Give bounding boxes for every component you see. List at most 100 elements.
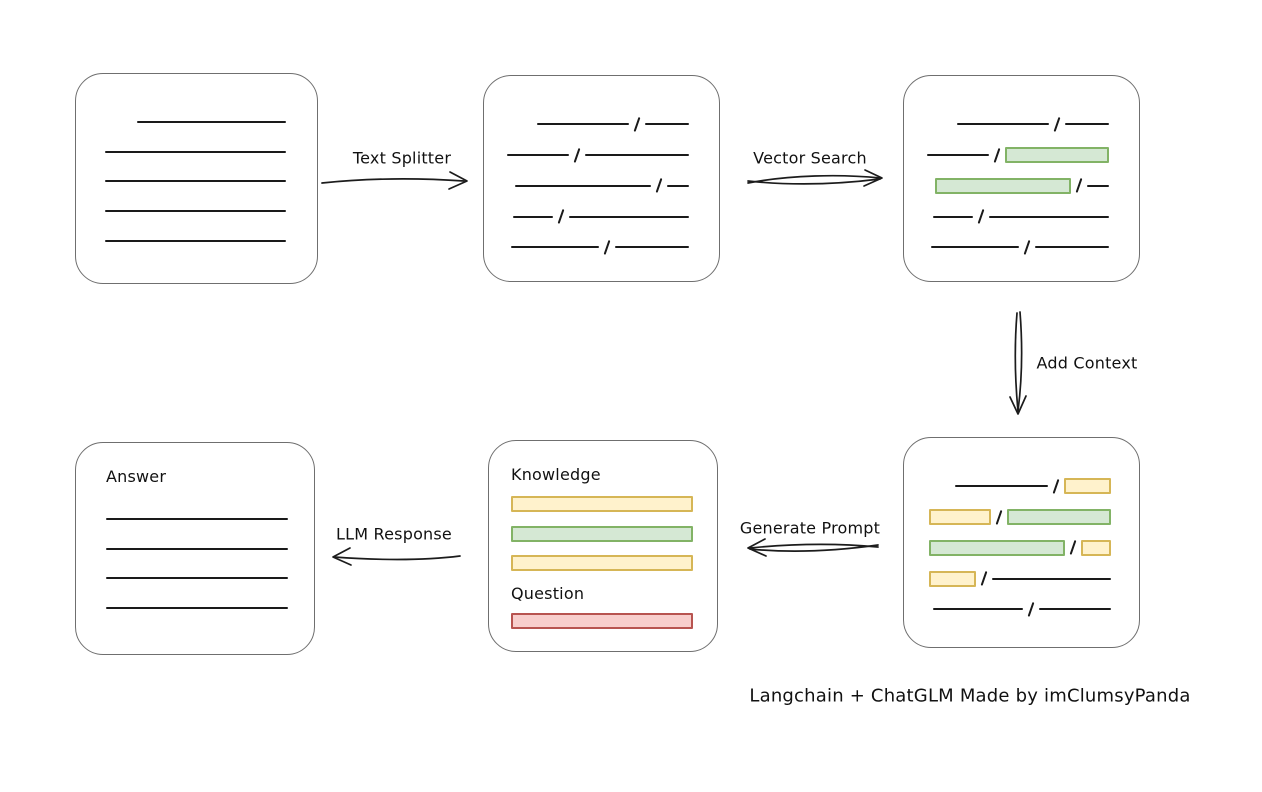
chunk-row <box>904 563 1111 594</box>
text-line <box>105 210 286 213</box>
slash-separator <box>603 239 611 255</box>
chunk-row <box>511 606 717 636</box>
text-line <box>1087 184 1109 187</box>
yellow-highlight-bar <box>511 495 693 512</box>
text-line <box>106 607 288 610</box>
answer-box: Answer <box>75 442 315 655</box>
text-line <box>106 547 288 550</box>
text-line <box>930 246 1019 249</box>
text-line <box>932 215 973 218</box>
chunk-row <box>484 140 689 171</box>
source-document-box <box>75 73 318 284</box>
green-highlight-bar <box>511 525 693 542</box>
slash-separator <box>1053 116 1061 132</box>
chunk-row <box>106 534 314 564</box>
text-line <box>569 215 689 218</box>
context-added-lines <box>904 438 1139 625</box>
chunk-row <box>904 533 1111 564</box>
text-line <box>667 184 689 187</box>
slash-separator <box>633 116 641 132</box>
question-label: Question <box>511 584 585 604</box>
yellow-highlight-bar <box>511 555 693 572</box>
chunk-row <box>904 201 1109 232</box>
text-line <box>105 150 286 153</box>
text-line <box>105 180 286 183</box>
green-highlight-bar <box>1005 147 1109 164</box>
slash-separator <box>1075 178 1083 194</box>
answer-lines <box>76 504 314 623</box>
text-line <box>1035 246 1109 249</box>
chunk-row <box>106 504 314 534</box>
text-line <box>506 154 569 157</box>
red-highlight-bar <box>511 613 693 630</box>
chunk-row <box>76 137 286 167</box>
yellow-highlight-bar <box>1081 539 1111 556</box>
text-line <box>585 154 689 157</box>
chunk-row <box>76 196 286 226</box>
generate-prompt-label: Generate Prompt <box>739 518 881 538</box>
text-line <box>514 184 651 187</box>
yellow-highlight-bar <box>1064 478 1111 495</box>
text-line <box>510 246 599 249</box>
text-line <box>932 608 1023 611</box>
question-bar <box>489 606 717 636</box>
knowledge-bars <box>489 489 717 578</box>
chunk-row <box>106 593 314 623</box>
chunk-row <box>904 594 1111 625</box>
slash-separator <box>1069 540 1077 556</box>
text-line <box>1065 123 1109 126</box>
text-line <box>989 215 1109 218</box>
context-added-box <box>903 437 1140 648</box>
vector-matched-lines <box>904 76 1139 263</box>
text-line <box>954 485 1048 488</box>
prompt-box: Knowledge Question <box>488 440 718 652</box>
text-line <box>956 123 1049 126</box>
green-highlight-bar <box>1007 509 1111 526</box>
text-line <box>137 120 286 123</box>
chunk-row <box>511 549 717 579</box>
slash-separator <box>655 178 663 194</box>
text-line <box>992 577 1111 580</box>
text-line <box>512 215 553 218</box>
chunk-row <box>904 171 1109 202</box>
source-document-lines <box>76 74 317 256</box>
text-line <box>105 239 286 242</box>
chunk-row <box>76 167 286 197</box>
split-chunks-box <box>483 75 720 282</box>
knowledge-label: Knowledge <box>511 465 601 484</box>
split-chunks-lines <box>484 76 719 263</box>
chunk-row <box>904 471 1111 502</box>
add-context-arrow <box>1009 311 1027 415</box>
text-line <box>106 517 288 520</box>
green-highlight-bar <box>934 177 1071 194</box>
slash-separator <box>1052 478 1060 494</box>
chunk-row <box>76 107 286 137</box>
answer-label: Answer <box>106 467 167 486</box>
llm-response-label: LLM Response <box>336 524 452 544</box>
slash-separator <box>557 209 565 225</box>
chunk-row <box>484 109 689 140</box>
chunk-row <box>904 140 1109 171</box>
chunk-row <box>484 201 689 232</box>
slash-separator <box>993 147 1001 163</box>
chunk-row <box>904 232 1109 263</box>
chunk-row <box>106 564 314 594</box>
vector-matched-box <box>903 75 1140 282</box>
chunk-row <box>484 171 689 202</box>
chunk-row <box>511 489 717 519</box>
add-context-label: Add Context <box>1036 353 1138 373</box>
vector-search-arrow <box>747 169 883 187</box>
green-highlight-bar <box>928 539 1065 556</box>
slash-separator <box>980 571 988 587</box>
text-line <box>615 246 689 249</box>
slash-separator <box>1027 601 1035 617</box>
yellow-highlight-bar <box>928 509 991 526</box>
text-splitter-label: Text Splitter <box>352 148 452 168</box>
vector-search-label: Vector Search <box>753 148 867 168</box>
text-line <box>536 123 629 126</box>
diagram-credit: Langchain + ChatGLM Made by imClumsyPand… <box>749 685 1191 707</box>
text-splitter-arrow <box>321 171 468 190</box>
chunk-row <box>484 232 689 263</box>
chunk-row <box>76 226 286 256</box>
